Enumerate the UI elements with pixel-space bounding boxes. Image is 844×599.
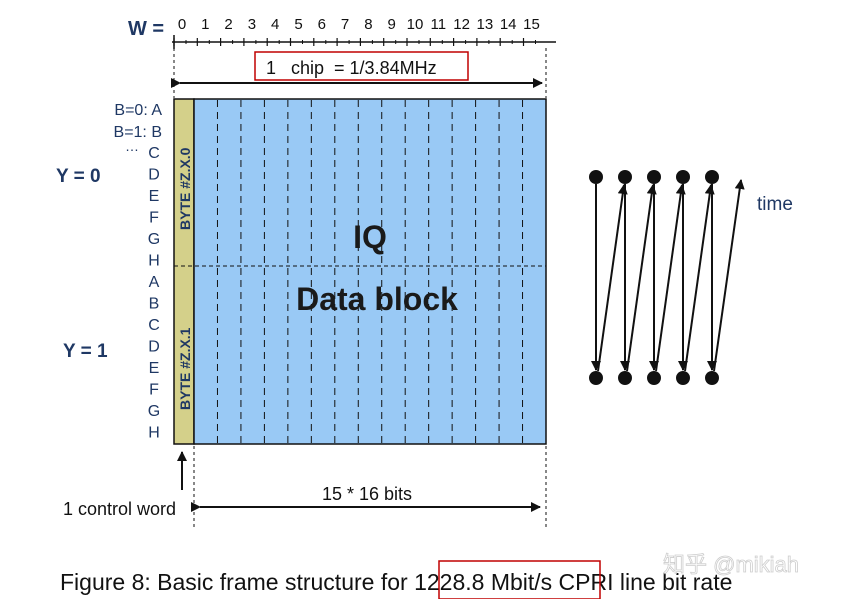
y-label-0: Y = 0 bbox=[56, 166, 101, 187]
w-tick-label: 4 bbox=[271, 16, 279, 33]
byte-label-0: BYTE #Z.X.0 bbox=[177, 147, 193, 230]
caption-highlight: 1228.8 Mbit/s bbox=[414, 569, 552, 595]
bit-letter: H bbox=[148, 425, 160, 442]
iq-block-column-dividers bbox=[216, 100, 524, 443]
zigzag-top-dot bbox=[589, 170, 603, 184]
w-tick-label: 0 bbox=[178, 16, 186, 33]
zigzag-up-arrow bbox=[597, 184, 628, 372]
zigzag-top-dot bbox=[705, 170, 719, 184]
caption-highlight-box bbox=[438, 560, 601, 599]
bit-letter: E bbox=[149, 360, 160, 377]
zigzag-up-arrow bbox=[684, 184, 715, 372]
iq-data-block bbox=[193, 98, 547, 445]
zigzag-bottom-dot bbox=[589, 371, 603, 385]
w-tick-label: 6 bbox=[318, 16, 326, 33]
watermark: 知乎 @mikiah bbox=[663, 552, 799, 577]
w-tick-label: 10 bbox=[407, 16, 424, 33]
bit-letter: H bbox=[148, 253, 160, 270]
zigzag-top-dot bbox=[618, 170, 632, 184]
time-zigzag bbox=[589, 170, 745, 385]
bit-letter: D bbox=[148, 167, 160, 184]
bit-label-b1: B=1: B bbox=[114, 124, 162, 141]
y-label-1: Y = 1 bbox=[63, 341, 108, 362]
data-block-title: Data block bbox=[296, 281, 458, 317]
bit-letter: D bbox=[148, 339, 160, 356]
w-tick-label: 5 bbox=[294, 16, 302, 33]
w-tick-label: 15 bbox=[523, 16, 540, 33]
w-axis-label: W = bbox=[128, 18, 164, 40]
zigzag-bottom-dot bbox=[618, 371, 632, 385]
bit-letter: G bbox=[148, 231, 160, 248]
zigzag-top-dot bbox=[676, 170, 690, 184]
w-tick-label: 11 bbox=[431, 16, 447, 33]
w-tick-label: 3 bbox=[248, 16, 256, 33]
bit-letter: E bbox=[149, 188, 160, 205]
iq-title: IQ bbox=[353, 219, 387, 255]
w-tick-label: 2 bbox=[224, 16, 232, 33]
bit-letter: F bbox=[149, 210, 159, 227]
zigzag-up-arrow bbox=[655, 184, 686, 372]
zigzag-top-dot bbox=[647, 170, 661, 184]
zigzag-bottom-dot bbox=[647, 371, 661, 385]
caption-suffix: CPRI line bit rate bbox=[552, 569, 732, 595]
w-tick-label: 8 bbox=[364, 16, 372, 33]
control-word-label: 1 control word bbox=[63, 499, 176, 519]
time-label: time bbox=[757, 194, 793, 215]
w-tick-label: 12 bbox=[453, 16, 470, 33]
chip-label: 1 chip = 1/3.84MHz bbox=[266, 58, 437, 78]
bit-letter: C bbox=[148, 145, 160, 162]
bit-letter: C bbox=[148, 317, 160, 334]
bit-label-ellipsis: … bbox=[125, 138, 139, 154]
w-tick-label: 14 bbox=[500, 16, 517, 33]
byte-label-1: BYTE #Z.X.1 bbox=[177, 327, 193, 410]
bit-letter: G bbox=[148, 403, 160, 420]
zigzag-up-arrow bbox=[713, 179, 745, 372]
bit-letter: F bbox=[149, 382, 159, 399]
zigzag-bottom-dot bbox=[705, 371, 719, 385]
bits-label: 15 * 16 bits bbox=[322, 484, 412, 504]
zigzag-up-arrow bbox=[626, 184, 657, 372]
bit-letter: B bbox=[149, 296, 160, 313]
w-tick-label: 9 bbox=[388, 16, 396, 33]
figure-caption: Figure 8: Basic frame structure for 1228… bbox=[60, 569, 732, 595]
w-tick-label: 1 bbox=[201, 16, 209, 33]
w-tick-label: 7 bbox=[341, 16, 349, 33]
zigzag-bottom-dot bbox=[676, 371, 690, 385]
bit-letter: A bbox=[149, 274, 160, 291]
bit-label-b0: B=0: A bbox=[114, 102, 162, 119]
w-tick-label: 13 bbox=[477, 16, 494, 33]
caption-prefix: Figure 8: Basic frame structure for bbox=[60, 569, 414, 595]
